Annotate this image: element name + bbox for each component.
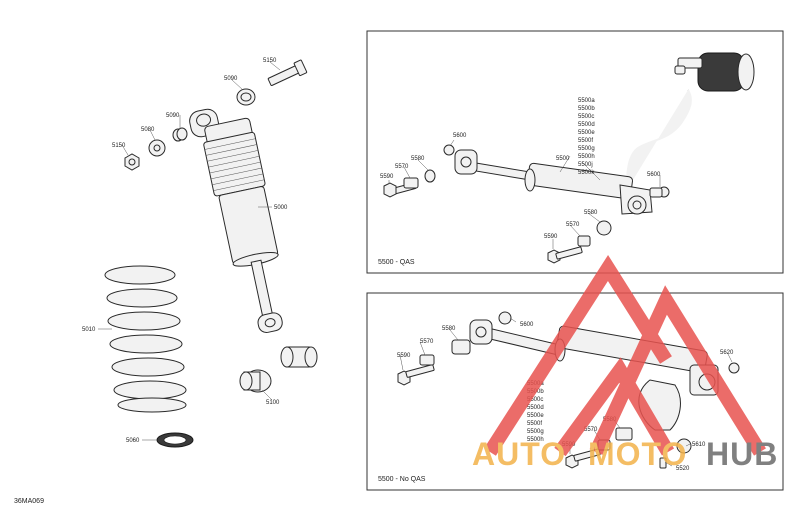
noqas-stack-item: 5500g <box>527 429 544 435</box>
shock-absorber-assembly: 5150 5090 5090 5080 5150 5000 5010 5060 … <box>14 58 318 505</box>
figure-code: 36MA069 <box>14 498 44 505</box>
noqas-callout-5600: 5600 <box>520 322 534 328</box>
bushing-5090-top <box>236 88 256 106</box>
qas-callout-5570-a: 5570 <box>395 164 409 170</box>
callout-5150-top: 5150 <box>263 58 277 64</box>
qas-callout-5580-a: 5580 <box>411 156 425 162</box>
qas-stack-item: 5500f <box>578 138 593 144</box>
callout-5150-nut: 5150 <box>112 143 126 149</box>
noqas-callout-5590-a: 5590 <box>397 353 411 359</box>
spring-retainer-5060 <box>156 432 194 448</box>
qas-hardware-bottom <box>547 186 670 264</box>
left-leaders <box>98 61 281 441</box>
qas-stack-item: 5500d <box>578 122 595 128</box>
noqas-stack-item: 5500d <box>527 405 544 411</box>
bushing-5090-left <box>172 127 188 142</box>
noqas-callout-5520: 5520 <box>676 466 690 472</box>
noqas-stack-item: 5500f <box>527 421 542 427</box>
callout-5080: 5080 <box>141 127 155 133</box>
qas-callout-5580-b: 5580 <box>584 210 598 216</box>
spring-5010 <box>104 265 187 413</box>
qas-stack-item: 5500b <box>578 106 595 112</box>
callout-5090-top: 5090 <box>224 76 238 82</box>
bolt-5150 <box>267 59 308 86</box>
watermark-logo-triangles <box>484 254 766 457</box>
qas-stack-item: 5500e <box>578 130 595 136</box>
qas-callout-5590-a: 5590 <box>380 174 394 180</box>
qas-reservoir <box>674 52 755 92</box>
qas-stack-item: 5500c <box>578 114 594 120</box>
qas-stack-item: 5500g <box>578 146 595 152</box>
noqas-callout-5620: 5620 <box>720 350 734 356</box>
noqas-stack-item: 5500e <box>527 413 544 419</box>
noqas-stack-item: 5500c <box>527 397 543 403</box>
shock-body-5000 <box>189 108 283 333</box>
qas-stabilizer-5500 <box>454 149 653 215</box>
qas-stack-item: 5500h <box>578 154 595 160</box>
qas-stack-item: 5500a <box>578 98 595 104</box>
qas-callout-5570-b: 5570 <box>566 222 580 228</box>
noqas-stabilizer-5500 <box>469 319 719 431</box>
noqas-frame <box>366 292 784 491</box>
bushing-5100-a <box>239 369 272 393</box>
qas-stack-item: 5500k <box>578 170 595 176</box>
watermark-text-hub: HUB <box>706 436 778 472</box>
callout-5060: 5060 <box>126 438 140 444</box>
qas-callout-5590-b: 5590 <box>544 234 558 240</box>
noqas-caption: 5500 - No QAS <box>378 476 426 483</box>
watermark-text-moto: MOTO <box>588 436 687 472</box>
callout-5090-left: 5090 <box>166 113 180 119</box>
qas-leaders <box>388 139 661 249</box>
nut-5150 <box>124 153 140 171</box>
bushing-5100-b <box>280 346 318 368</box>
noqas-callout-5570-b: 5570 <box>584 427 598 433</box>
qas-stack: 5500a 5500b 5500c 5500d 5500e 5500f 5500… <box>578 98 595 176</box>
qas-callout-5600-b: 5600 <box>647 172 661 178</box>
qas-frame <box>366 30 784 274</box>
noqas-hardware-left <box>397 311 512 386</box>
noqas-stack-item: 5500h <box>527 437 544 443</box>
qas-hardware-left <box>383 144 455 198</box>
callout-5010: 5010 <box>82 327 96 333</box>
noqas-callout-5570-a: 5570 <box>420 339 434 345</box>
qas-stack-item: 5500j <box>578 162 593 168</box>
callout-5000: 5000 <box>274 205 288 211</box>
qas-panel: 5600 5570 5580 5590 5600 5580 5570 5590 … <box>366 30 784 274</box>
collar-threads <box>204 138 265 191</box>
qas-caption: 5500 - QAS <box>378 259 415 266</box>
watermark: AUTO MOTO HUB <box>472 254 778 472</box>
qas-callout-5600-a: 5600 <box>453 133 467 139</box>
callout-5100: 5100 <box>266 400 280 406</box>
noqas-callout-5580-a: 5580 <box>442 326 456 332</box>
washer-5080 <box>148 139 166 157</box>
noqas-callout-5610: 5610 <box>692 442 706 448</box>
qas-callout-5500: 5500 <box>556 156 570 162</box>
watermark-text-auto: AUTO <box>472 436 566 472</box>
